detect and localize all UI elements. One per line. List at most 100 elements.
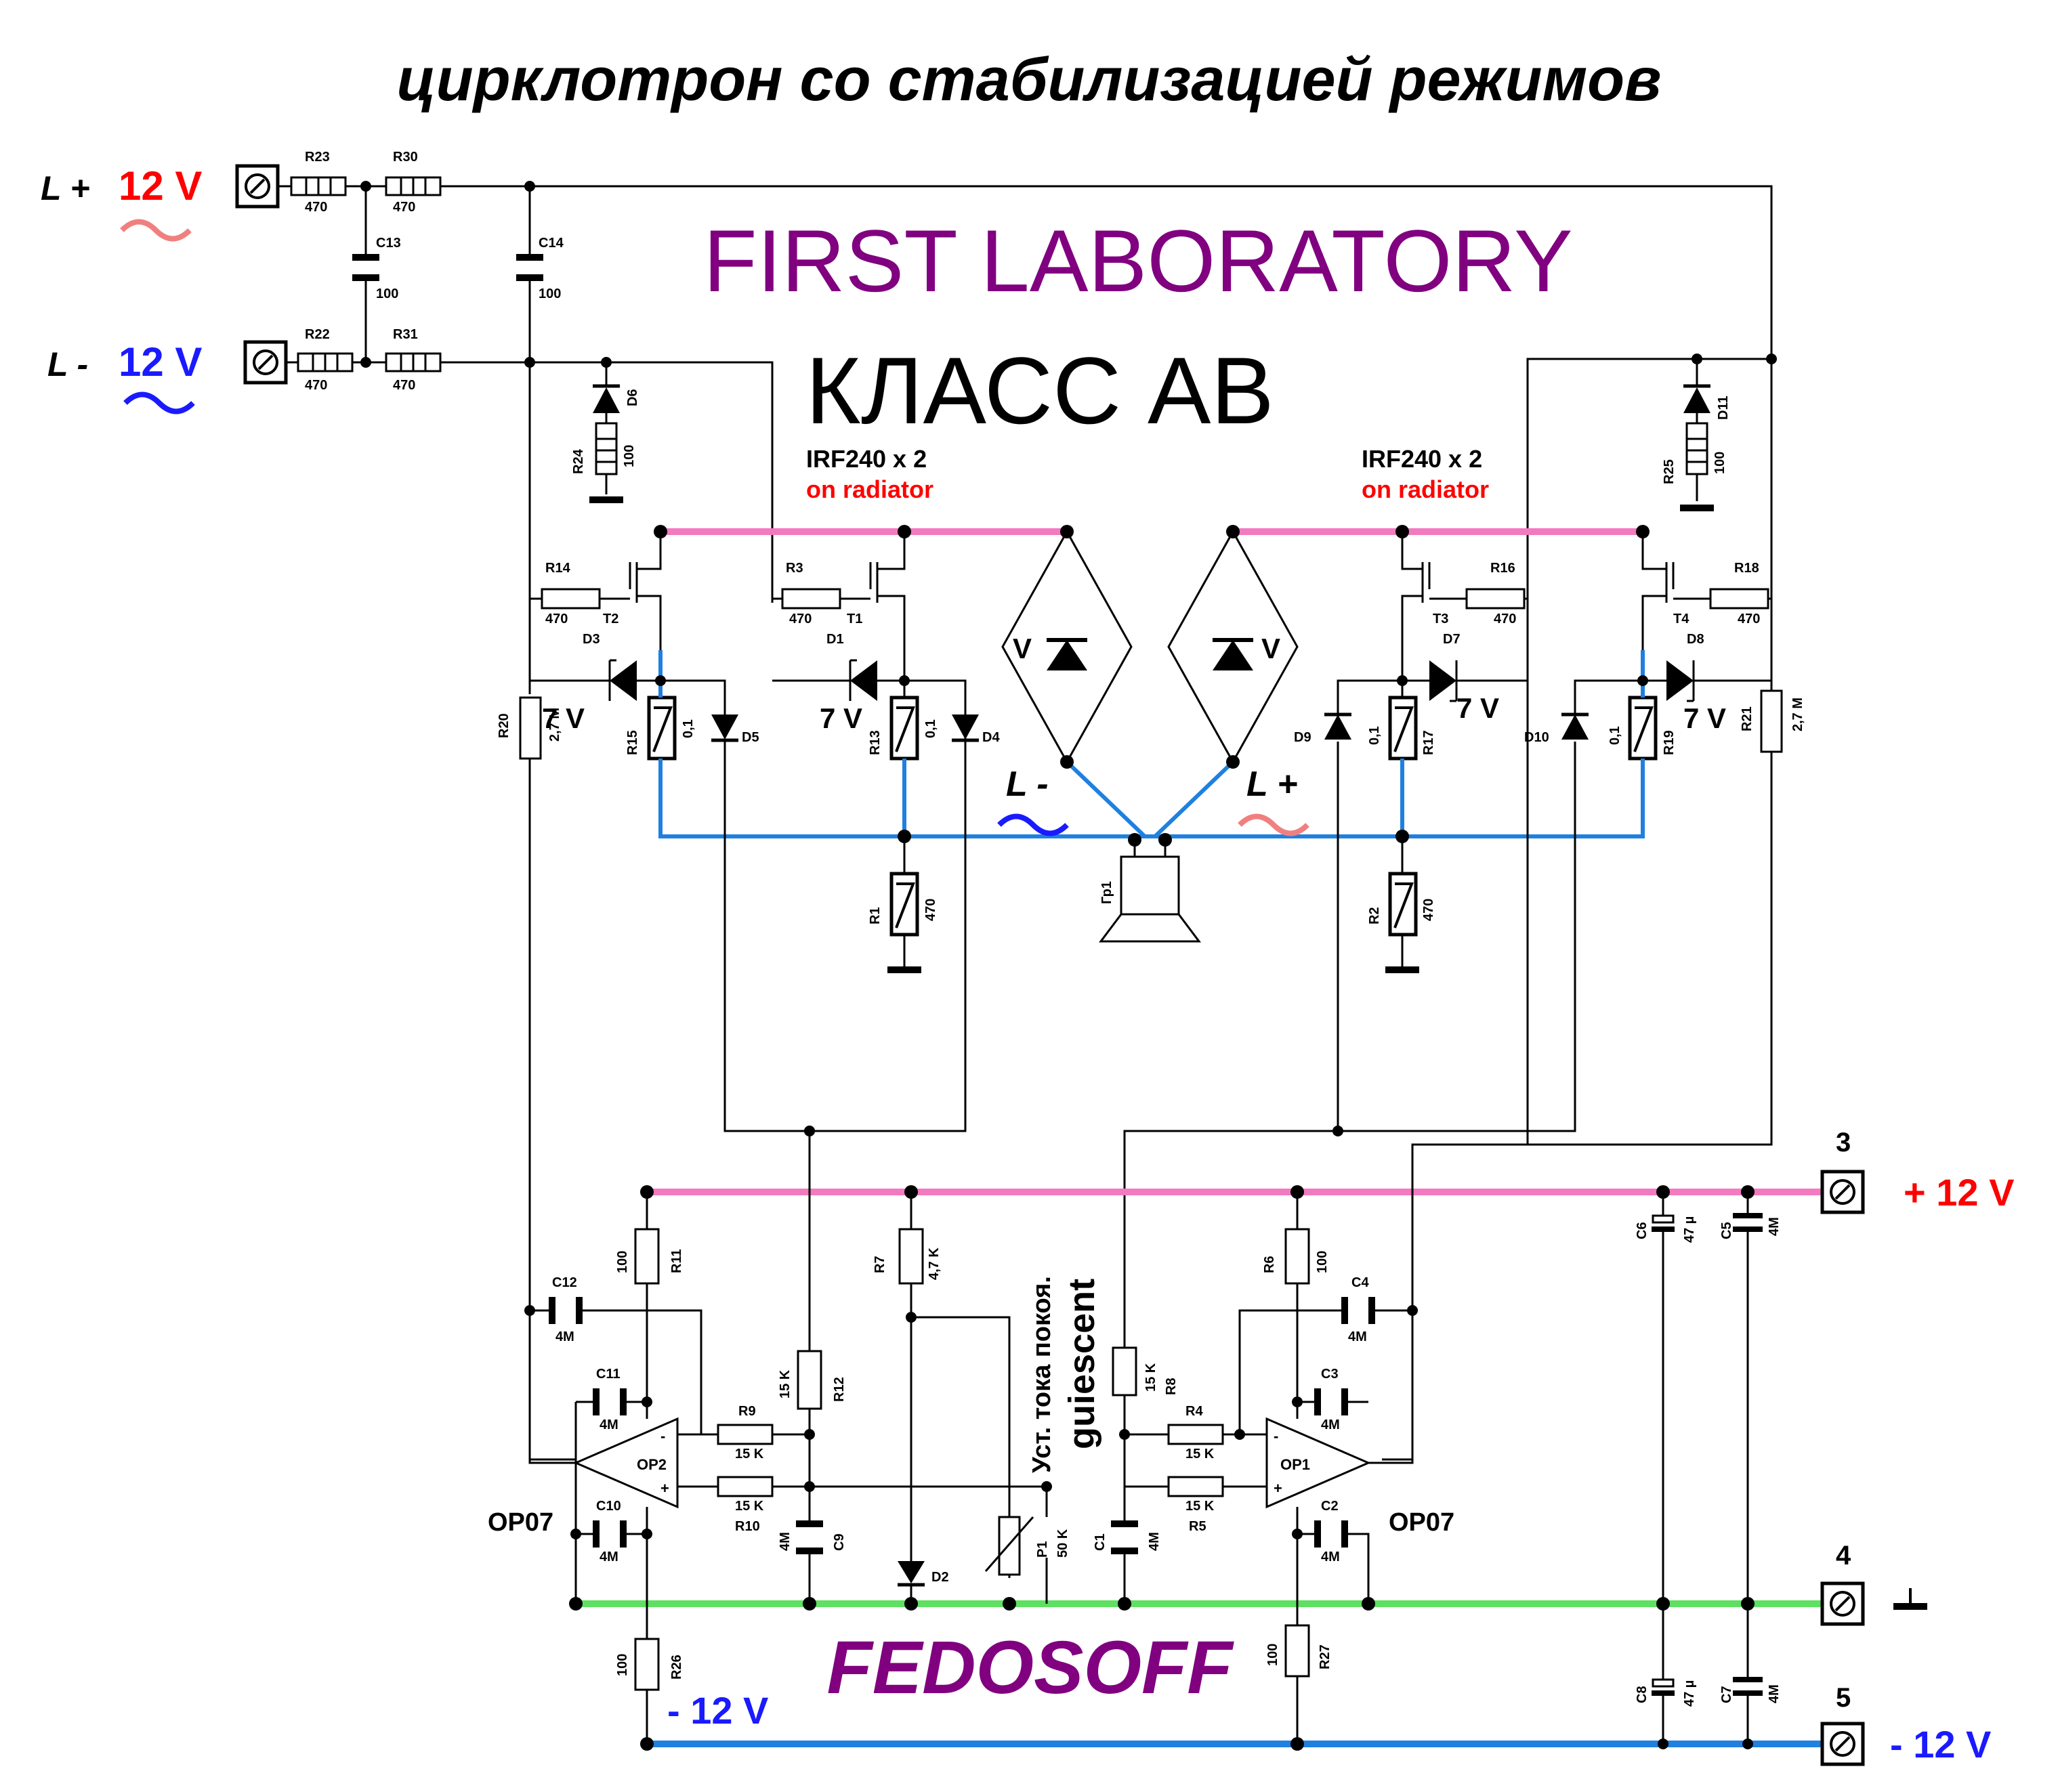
svg-text:470: 470 [923, 899, 938, 921]
transistor-t3: T3 [1401, 532, 1448, 650]
resistor-r22: R22 470 [297, 327, 354, 393]
input-jack-plus[interactable] [235, 164, 280, 209]
svg-text:4M: 4M [1321, 1550, 1340, 1564]
capacitor-c12: C12 4M [549, 1275, 583, 1344]
resistor-r27: 100 R27 [1265, 1624, 1332, 1678]
svg-text:C7: C7 [1719, 1686, 1734, 1703]
svg-text:R22: R22 [305, 327, 330, 342]
svg-text:R4: R4 [1185, 1404, 1203, 1419]
svg-text:P1: P1 [1035, 1541, 1050, 1558]
svg-text:R2: R2 [1367, 907, 1382, 924]
resistor-r18: R18 470 [1673, 561, 1771, 626]
svg-text:R1: R1 [868, 907, 883, 924]
input-l-minus-label: L - [47, 345, 88, 383]
svg-text:-: - [660, 1428, 665, 1445]
resistor-r7: R7 4,7 K [873, 1228, 942, 1285]
svg-text:T2: T2 [603, 612, 618, 626]
capacitor-c10: C10 4M [593, 1499, 627, 1564]
quiescent-label-en: guiescent [1062, 1279, 1102, 1449]
svg-text:D9: D9 [1294, 730, 1311, 745]
svg-text:47 µ: 47 µ [1682, 1680, 1697, 1707]
svg-text:C11: C11 [596, 1367, 621, 1382]
capacitor-c2: C2 4M [1314, 1499, 1348, 1564]
resistor-r30: R30 470 [385, 150, 442, 215]
resistor-r13: R13 0,1 [868, 696, 938, 761]
svg-text:C5: C5 [1719, 1222, 1734, 1239]
terminal-3-label: + 12 V [1904, 1171, 2014, 1214]
speaker-l-plus: L + [1246, 765, 1298, 804]
svg-text:R7: R7 [873, 1256, 887, 1273]
svg-text:C9: C9 [832, 1533, 847, 1551]
diode-d5: D5 [660, 679, 967, 1132]
opamp-op2: OP2 - + [573, 1417, 679, 1509]
svg-text:R27: R27 [1318, 1644, 1332, 1669]
svg-text:47 µ: 47 µ [1682, 1216, 1697, 1243]
svg-text:C12: C12 [552, 1275, 577, 1290]
transistor-note-left: IRF240 x 2 [806, 445, 927, 473]
terminal-3[interactable]: 3 [1820, 1128, 1865, 1214]
svg-text:15 K: 15 K [1185, 1499, 1215, 1514]
svg-text:470: 470 [305, 378, 327, 393]
svg-text:0,1: 0,1 [1608, 726, 1622, 745]
quiescent-label-ru: Уст. тока покоя. [1028, 1276, 1056, 1473]
svg-text:R20: R20 [497, 713, 511, 738]
resistor-r14: R14 470 [530, 561, 630, 626]
zener-voltage-d8: 7 V [1683, 702, 1726, 734]
svg-text:15 K: 15 K [735, 1447, 764, 1462]
svg-text:4M: 4M [1767, 1684, 1782, 1703]
transistor-t2: T2 [603, 532, 662, 650]
svg-text:4M: 4M [600, 1417, 618, 1432]
input-jack-minus[interactable] [243, 340, 288, 385]
negative-rail-label: - 12 V [667, 1689, 768, 1732]
brand-label: FIRST LABORATORY [703, 211, 1573, 310]
svg-text:V: V [1261, 633, 1280, 664]
ac-wave-icon [1238, 813, 1309, 836]
terminal-4[interactable]: 4 [1820, 1541, 1865, 1626]
svg-text:D10: D10 [1524, 730, 1549, 745]
svg-text:470: 470 [393, 200, 415, 215]
svg-text:R23: R23 [305, 150, 330, 165]
resistor-r9: R9 15 K [717, 1404, 774, 1462]
ground-symbol-icon [1893, 1588, 1927, 1610]
resistor-r19: 0,1 R19 [1608, 696, 1677, 761]
transistor-t4: T4 [1641, 532, 1689, 650]
resistor-r12: 15 K R12 [778, 1350, 847, 1410]
svg-text:R31: R31 [393, 327, 418, 342]
control-wiring-left [528, 759, 1048, 1744]
svg-text:4M: 4M [1767, 1217, 1782, 1236]
resistor-r17: 0,1 R17 [1367, 696, 1436, 761]
potentiometer-p1[interactable]: P1 50 K [984, 1516, 1070, 1576]
transistor-note-right-sub: on radiator [1362, 475, 1489, 503]
svg-text:15 K: 15 K [1143, 1363, 1158, 1392]
diode-d9: D9 [1123, 679, 1402, 1334]
diode-d6: D6 [593, 384, 640, 413]
terminal-5-label: - 12 V [1890, 1723, 1991, 1766]
svg-text:R21: R21 [1740, 706, 1755, 731]
diode-d4: D4 [952, 714, 1000, 745]
svg-text:D7: D7 [1443, 632, 1461, 647]
svg-text:0,1: 0,1 [1367, 726, 1382, 745]
diode-d10: D10 [1338, 679, 1643, 1132]
svg-text:2,7 M: 2,7 M [547, 708, 562, 742]
speaker-icon: Гр1 [1099, 840, 1201, 943]
svg-text:+: + [1274, 1480, 1282, 1497]
resistor-r15: R15 0,1 [625, 696, 696, 761]
svg-text:100: 100 [1265, 1644, 1280, 1666]
supply-caps: C6 47 µ C5 4M C8 47 µ C7 4M [1635, 1192, 1782, 1744]
svg-text:R17: R17 [1421, 730, 1436, 755]
terminal-5[interactable]: 5 [1820, 1683, 1865, 1766]
svg-text:Гр1: Гр1 [1099, 881, 1114, 904]
input-l-minus-voltage: 12 V [119, 339, 202, 385]
svg-text:T3: T3 [1433, 612, 1448, 626]
svg-text:4M: 4M [555, 1329, 574, 1344]
opamp-op2-type: OP07 [488, 1508, 553, 1537]
svg-text:R6: R6 [1262, 1256, 1277, 1273]
svg-text:D1: D1 [826, 632, 844, 647]
resistor-r31: R31 470 [385, 327, 442, 393]
svg-text:100: 100 [1713, 452, 1727, 474]
diode-bridge-left: V [1001, 529, 1133, 765]
svg-text:D3: D3 [583, 632, 600, 647]
capacitor-c14: C14 100 [516, 236, 564, 301]
svg-text:15 K: 15 K [778, 1369, 793, 1399]
svg-text:R18: R18 [1734, 561, 1759, 576]
